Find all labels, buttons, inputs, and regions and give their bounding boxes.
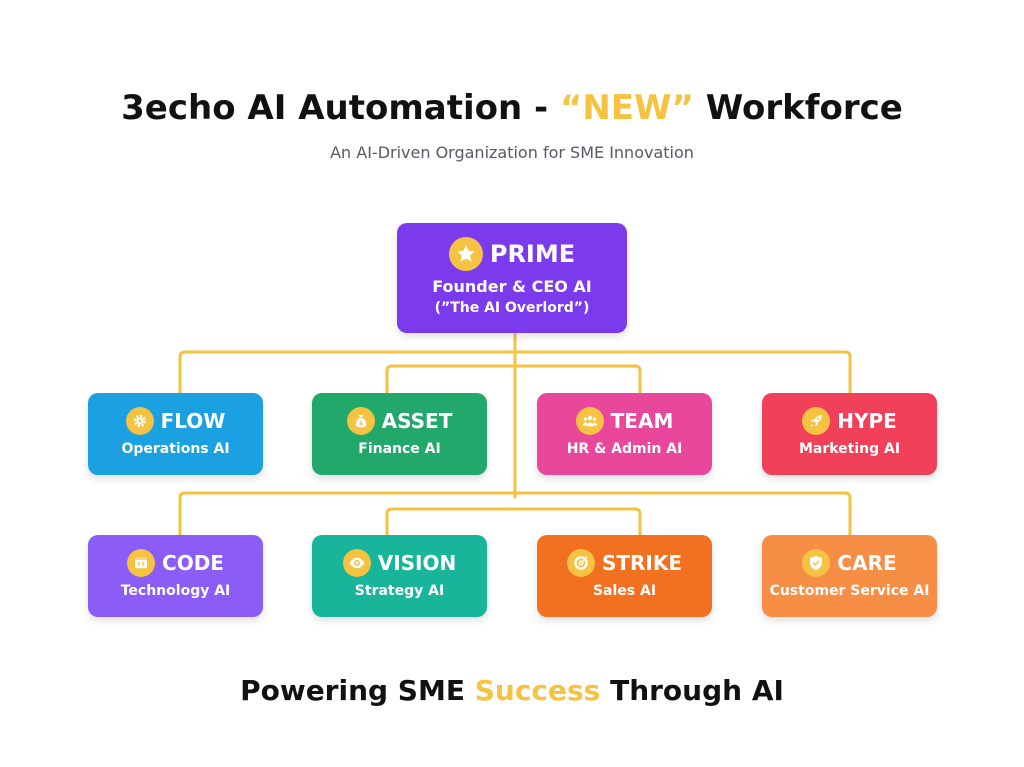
prime-name: PRIME <box>489 240 576 268</box>
node-name: CARE <box>837 551 897 575</box>
node-role: Marketing AI <box>798 441 901 457</box>
footer-highlight: Success <box>474 674 601 707</box>
node-care: CARE Customer Service AI <box>762 535 937 617</box>
gear-icon <box>125 407 154 435</box>
node-hype: HYPE Marketing AI <box>762 393 937 475</box>
prime-nickname: (”The AI Overlord”) <box>434 300 590 316</box>
node-name: CODE <box>162 551 224 575</box>
node-name: FLOW <box>160 409 226 433</box>
node-code: CODE Technology AI <box>88 535 263 617</box>
svg-text:$: $ <box>359 421 363 428</box>
node-role: Technology AI <box>120 583 231 599</box>
node-name: STRIKE <box>601 551 683 575</box>
node-role: HR & Admin AI <box>566 441 683 457</box>
node-role: Operations AI <box>121 441 230 457</box>
footer-main: Powering SME <box>240 674 475 707</box>
node-name: HYPE <box>837 409 897 433</box>
page-title: 3echo AI Automation - “NEW” Workforce <box>0 88 1024 128</box>
node-name: ASSET <box>381 409 453 433</box>
footer-tail: Through AI <box>600 674 784 707</box>
title-main: 3echo AI Automation - <box>121 88 560 128</box>
prime-role: Founder & CEO AI <box>432 277 592 296</box>
node-role: Customer Service AI <box>769 583 930 599</box>
node-name: TEAM <box>610 409 674 433</box>
node-asset: $ ASSET Finance AI <box>312 393 487 475</box>
shield-icon <box>802 549 831 577</box>
node-team: TEAM HR & Admin AI <box>537 393 712 475</box>
target-icon <box>566 549 595 577</box>
node-role: Finance AI <box>358 441 441 457</box>
node-flow: FLOW Operations AI <box>88 393 263 475</box>
footer-tagline: Powering SME Success Through AI <box>0 674 1024 707</box>
node-role: Strategy AI <box>354 583 445 599</box>
star-icon <box>448 237 483 271</box>
eye-icon <box>342 549 371 577</box>
node-strike: STRIKE Sales AI <box>537 535 712 617</box>
page-subtitle: An AI-Driven Organization for SME Innova… <box>330 143 694 162</box>
node-vision: VISION Strategy AI <box>312 535 487 617</box>
rocket-icon <box>802 407 831 435</box>
money-bag-icon: $ <box>346 407 375 435</box>
title-tail: Workforce <box>693 88 903 128</box>
title-highlight: “NEW” <box>559 88 694 128</box>
people-icon <box>575 407 604 435</box>
prime-node: PRIME Founder & CEO AI (”The AI Overlord… <box>397 223 627 333</box>
node-role: Sales AI <box>592 583 657 599</box>
code-icon <box>127 549 156 577</box>
node-name: VISION <box>377 551 457 575</box>
